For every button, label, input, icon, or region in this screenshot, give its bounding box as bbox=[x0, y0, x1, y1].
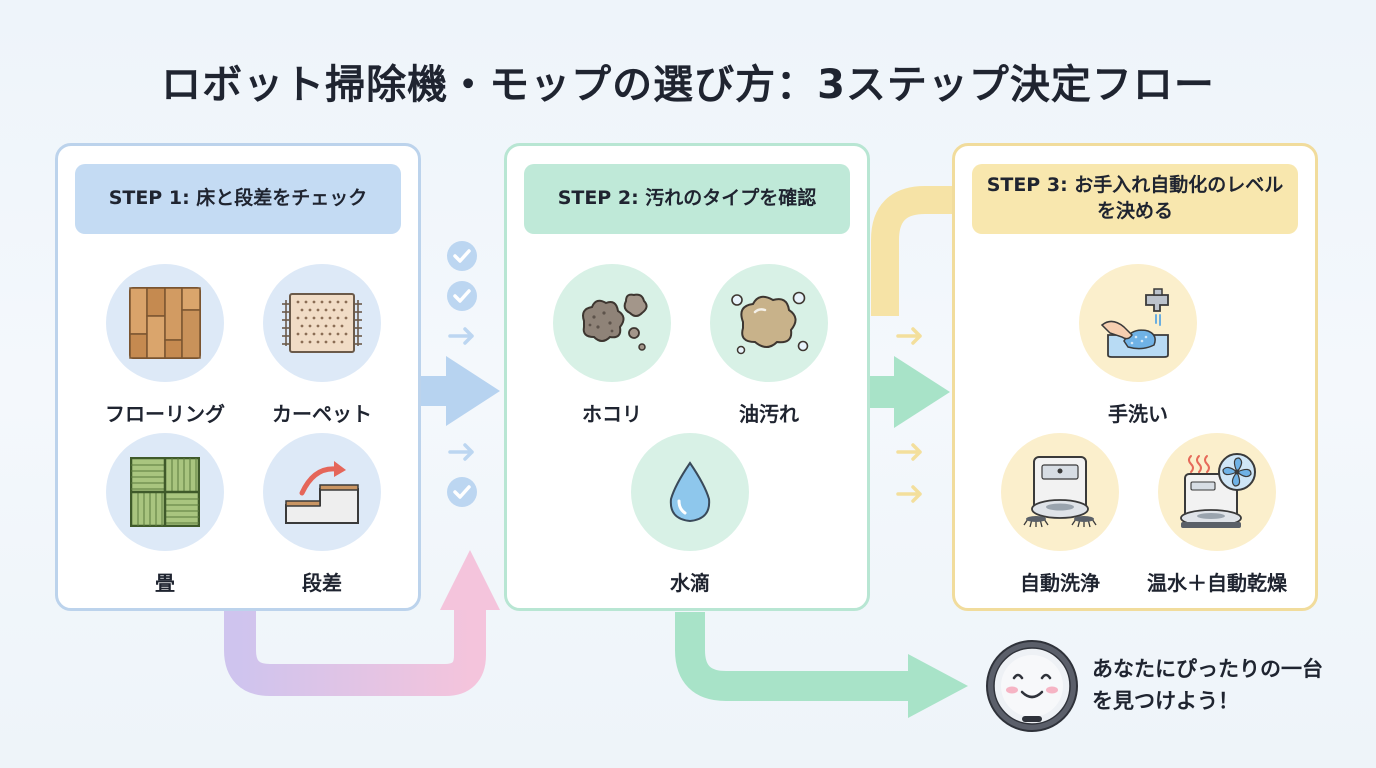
check-icon bbox=[447, 281, 477, 311]
care-option-hot-water-dry: 温水＋自動乾燥 bbox=[1142, 433, 1292, 596]
care-label-auto-wash: 自動洗浄 bbox=[1020, 571, 1100, 595]
dirt-label-oil: 油汚れ bbox=[739, 402, 799, 426]
step1-card: STEP 1: 床と段差をチェック フローリング bbox=[55, 143, 421, 611]
arrow-step1-to-step2-head bbox=[446, 356, 500, 426]
oil-stain-icon bbox=[710, 264, 828, 382]
small-arrow-icon bbox=[448, 443, 474, 461]
small-arrow-icon bbox=[896, 327, 922, 345]
step-icon bbox=[263, 433, 381, 551]
small-arrow-icon bbox=[896, 443, 922, 461]
step2-card: STEP 2: 汚れのタイプを確認 ホコリ 油汚れ bbox=[504, 143, 870, 611]
step2-header: STEP 2: 汚れのタイプを確認 bbox=[524, 164, 850, 234]
check-icon bbox=[447, 477, 477, 507]
floor-option-flooring: フローリング bbox=[90, 264, 240, 427]
check-icon bbox=[447, 241, 477, 271]
arrow-step1-to-step2-shaft bbox=[420, 376, 450, 406]
floor-label-carpet: カーペット bbox=[272, 402, 372, 426]
dust-icon bbox=[553, 264, 671, 382]
water-drop-icon bbox=[631, 433, 749, 551]
hot-water-dry-dock-icon bbox=[1158, 433, 1276, 551]
step3-header: STEP 3: お手入れ自動化のレベルを決める bbox=[972, 164, 1298, 234]
dirt-option-water: 水滴 bbox=[615, 433, 765, 596]
arrow-to-result bbox=[675, 612, 925, 701]
tatami-icon bbox=[106, 433, 224, 551]
arrow-to-result-head bbox=[908, 654, 968, 718]
yellow-connector bbox=[871, 186, 955, 316]
step3-card: STEP 3: お手入れ自動化のレベルを決める 手洗い bbox=[952, 143, 1318, 611]
small-arrow-icon bbox=[448, 327, 474, 345]
floor-option-carpet: カーペット bbox=[247, 264, 397, 427]
dirt-label-dust: ホコリ bbox=[582, 402, 642, 426]
loop-back-arrow bbox=[224, 585, 486, 696]
carpet-icon bbox=[263, 264, 381, 382]
hand-wash-icon bbox=[1079, 264, 1197, 382]
loop-back-arrow-head bbox=[440, 550, 500, 610]
result-message: あなたにぴったりの一台を見つけよう！ bbox=[1092, 657, 1323, 713]
care-label-hand-wash: 手洗い bbox=[1108, 402, 1168, 426]
care-option-auto-wash: 自動洗浄 bbox=[985, 433, 1135, 596]
robot-vacuum-face-icon bbox=[984, 638, 1080, 734]
arrow-step2-to-step3-head bbox=[894, 356, 950, 428]
floor-option-step: 段差 bbox=[247, 433, 397, 596]
dirt-label-water: 水滴 bbox=[670, 571, 710, 595]
dirt-option-oil: 油汚れ bbox=[694, 264, 844, 427]
arrow-step2-to-step3-shaft bbox=[870, 376, 898, 408]
floor-label-step: 段差 bbox=[302, 571, 342, 595]
care-label-hot-water-dry: 温水＋自動乾燥 bbox=[1147, 571, 1287, 595]
page-title: ロボット掃除機・モップの選び方：3ステップ決定フロー bbox=[161, 62, 1215, 108]
care-option-hand-wash: 手洗い bbox=[1063, 264, 1213, 427]
step1-header: STEP 1: 床と段差をチェック bbox=[75, 164, 401, 234]
floor-label-flooring: フローリング bbox=[105, 402, 225, 426]
floor-option-tatami: 畳 bbox=[90, 433, 240, 596]
small-arrow-icon bbox=[896, 485, 922, 503]
dirt-option-dust: ホコリ bbox=[537, 264, 687, 427]
wood-floor-icon bbox=[106, 264, 224, 382]
auto-wash-dock-icon bbox=[1001, 433, 1119, 551]
floor-label-tatami: 畳 bbox=[155, 571, 175, 595]
